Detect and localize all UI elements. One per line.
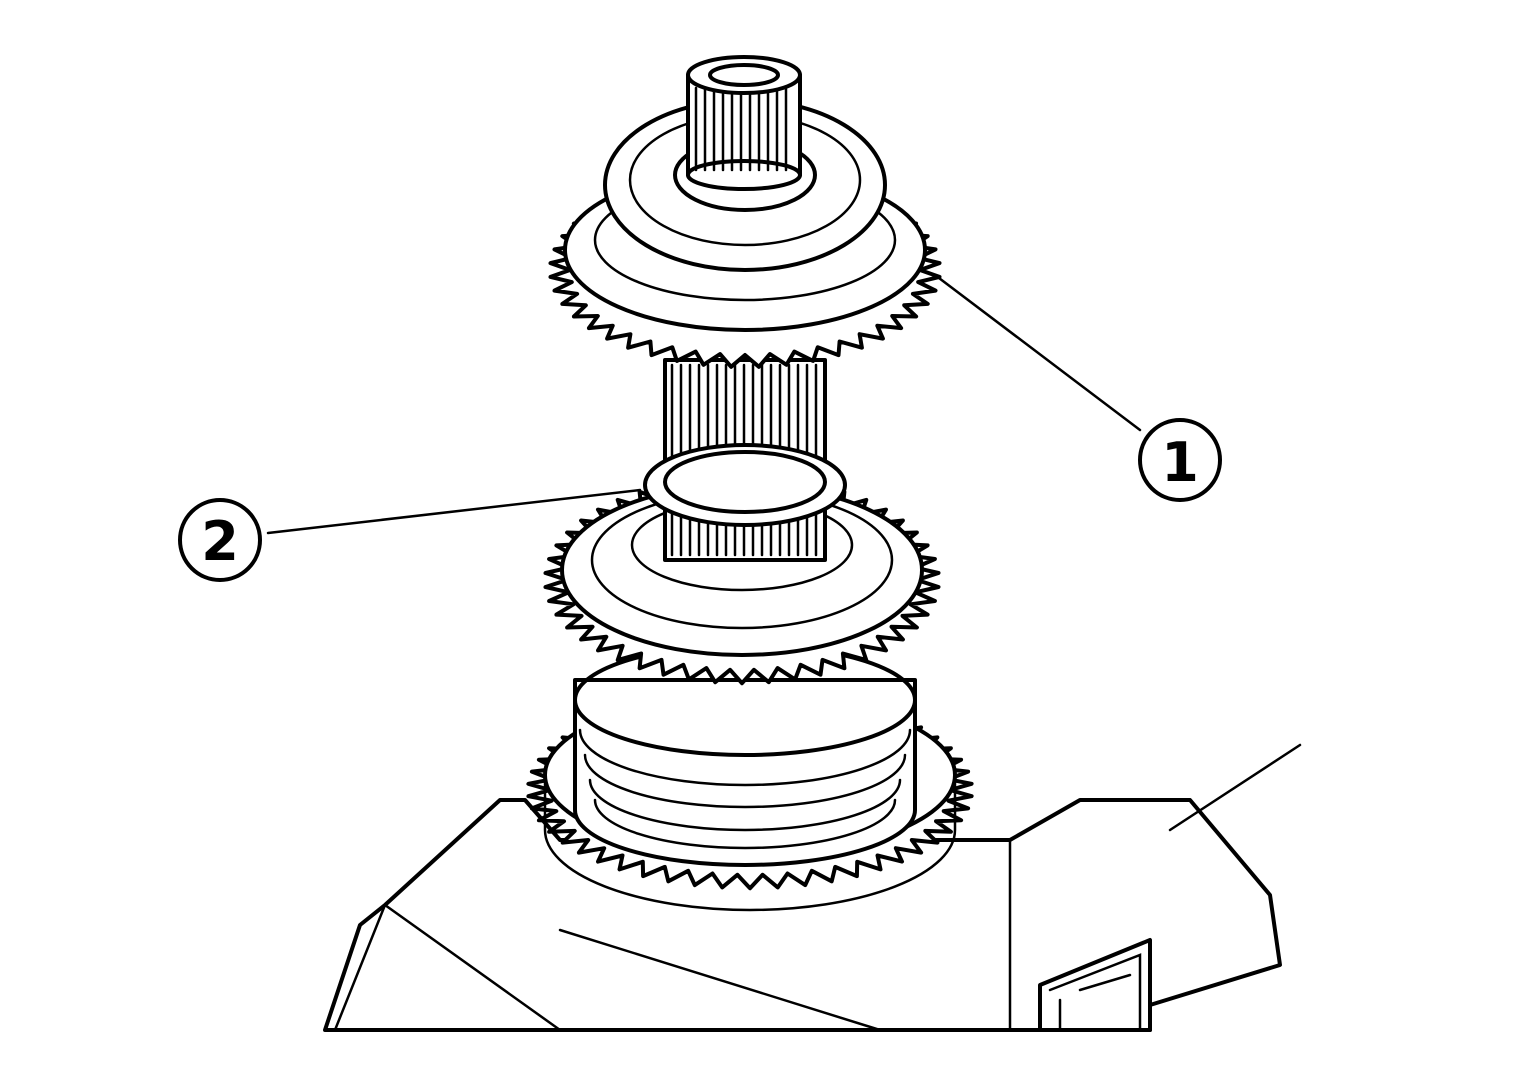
- leader-line-2: [266, 488, 642, 535]
- callout-2-label: 2: [201, 510, 239, 573]
- transmission-case: [323, 743, 1302, 1032]
- thrust-washer: [643, 443, 847, 527]
- leader-line-1: [933, 273, 1142, 432]
- callout-2: 2: [178, 498, 262, 582]
- input-spline-stub: [686, 55, 802, 191]
- synchronizer-hub: [573, 643, 917, 867]
- callout-1-label: 1: [1161, 431, 1199, 494]
- callout-1: 1: [1138, 418, 1222, 502]
- top-gear: [548, 98, 942, 369]
